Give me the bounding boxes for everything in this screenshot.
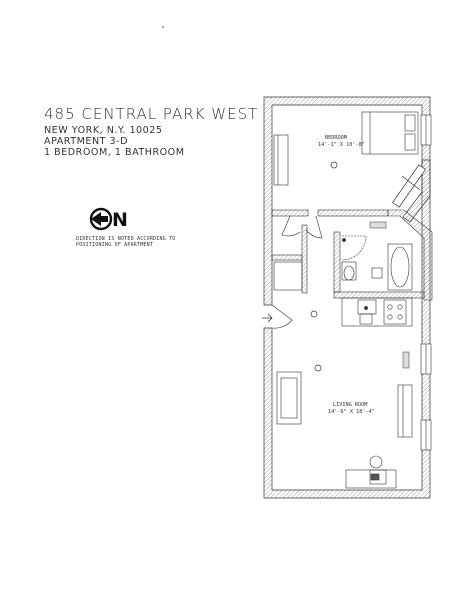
dresser (273, 134, 289, 186)
interior-walls (271, 209, 433, 301)
city-line: NEW YORK, N.Y. 10025 (44, 125, 163, 136)
windows (420, 114, 432, 451)
bed (361, 111, 419, 155)
building-address: 485 CENTRAL PARK WEST (44, 105, 259, 123)
tv-cabinet (397, 384, 413, 438)
rooms-line: 1 BEDROOM, 1 BATHROOM (44, 147, 185, 158)
north-letter: N (112, 209, 128, 231)
north-arrow-icon: N (89, 207, 128, 231)
speck (162, 26, 164, 28)
entry-door (262, 304, 293, 329)
desk (345, 455, 397, 489)
ceiling-lights (310, 161, 338, 372)
bedroom-dims: 14'-1" X 10'-8" (318, 142, 365, 148)
apartment-line: APARTMENT 3-D (44, 136, 129, 147)
bedroom-label: BEDROOM (325, 135, 347, 141)
living-room-label: LIVING ROOM (333, 402, 367, 408)
closet-doors (273, 215, 323, 291)
kitchen (341, 297, 413, 327)
bay-window (392, 159, 431, 223)
direction-note-line2: POSITIONING OF APARTMENT (76, 242, 154, 248)
bathroom (341, 235, 413, 291)
sofa (276, 371, 302, 425)
radiator (369, 221, 410, 369)
living-room-dims: 14'-6" X 18'-4" (328, 409, 375, 415)
direction-note-line1: DIRECTION IS NOTED ACCORDING TO (76, 236, 176, 242)
